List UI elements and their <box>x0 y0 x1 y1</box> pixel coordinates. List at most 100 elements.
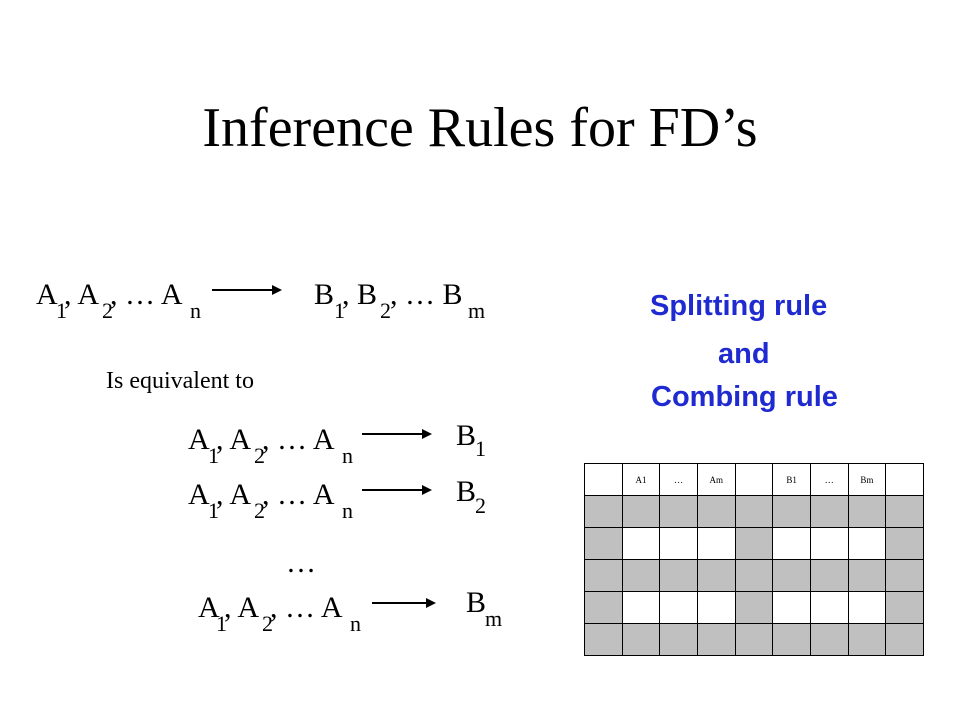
fd-rhs-b1: B <box>314 278 335 311</box>
rule-name-splitting: Splitting rule <box>650 290 828 322</box>
table-cell <box>847 495 887 528</box>
fd-split-b: B <box>466 586 487 619</box>
table-header-cell <box>734 463 774 496</box>
fd-lhs-sub1: 1 <box>56 298 67 323</box>
fd-split-subn: n <box>342 443 353 468</box>
table-cell <box>621 495 661 528</box>
fd-split-b: B <box>456 419 477 452</box>
fd-split-sub2: 2 <box>262 611 273 636</box>
fd-split-sub1: 1 <box>208 443 219 468</box>
fd-split-an: , … A <box>262 478 335 511</box>
table-cell <box>734 495 774 528</box>
fd-split-subn: n <box>342 498 353 523</box>
table-row <box>584 559 924 592</box>
table-cell <box>847 591 887 624</box>
table-cell <box>621 559 661 592</box>
fd-split-sub1: 1 <box>216 611 227 636</box>
table-header-cell <box>885 463 924 496</box>
implies-arrow-icon <box>372 598 436 608</box>
fd-split-a2: , A <box>216 423 252 456</box>
table-cell <box>809 623 849 656</box>
table-cell <box>847 527 887 560</box>
fd-split-a1: A <box>188 478 210 511</box>
table-cell <box>584 559 623 592</box>
table-row <box>584 527 924 560</box>
table-header-cell: Am <box>696 463 736 496</box>
table-cell <box>621 591 661 624</box>
fd-split-bsub: 2 <box>475 493 486 518</box>
table-cell <box>584 623 623 656</box>
table-header-cell: Bm <box>847 463 887 496</box>
rule-name-and: and <box>718 338 770 370</box>
fd-split-a1: A <box>198 591 220 624</box>
fd-split-an: , … A <box>262 423 335 456</box>
table-cell <box>772 527 811 560</box>
implies-arrow-icon <box>212 285 282 295</box>
fd-lhs-an: , … A <box>110 278 183 311</box>
table-cell <box>659 623 698 656</box>
table-cell <box>696 559 736 592</box>
table-header-cell: B1 <box>772 463 811 496</box>
table-cell <box>772 495 811 528</box>
fd-lhs-sub2: 2 <box>102 298 113 323</box>
slide-title: Inference Rules for FD’s <box>202 97 758 159</box>
table-cell <box>809 527 849 560</box>
table-cell <box>847 623 887 656</box>
table-cell <box>885 495 924 528</box>
fd-lhs-a2: , A <box>64 278 100 311</box>
table-cell <box>772 559 811 592</box>
table-header-cell: A1 <box>621 463 661 496</box>
ellipsis: … <box>286 546 316 579</box>
table-cell <box>772 591 811 624</box>
table-cell <box>809 495 849 528</box>
fd-lhs-a1: A <box>36 278 58 311</box>
table-header-cell: … <box>809 463 849 496</box>
table-cell <box>885 591 924 624</box>
table-cell <box>772 623 811 656</box>
table-cell <box>809 591 849 624</box>
fd-split-sub1: 1 <box>208 498 219 523</box>
table-header-cell <box>584 463 623 496</box>
table-cell <box>696 623 736 656</box>
table-header-cell: … <box>659 463 698 496</box>
fd-split-sub2: 2 <box>254 443 265 468</box>
fd-lhs-subn: n <box>190 298 201 323</box>
fd-split-an: , … A <box>270 591 343 624</box>
equivalent-label: Is equivalent to <box>106 368 254 394</box>
table-cell <box>659 559 698 592</box>
fd-split-b: B <box>456 475 477 508</box>
fd-rhs-sub2: 2 <box>380 298 391 323</box>
table-cell <box>734 559 774 592</box>
fd-split-bsub: 1 <box>475 436 486 461</box>
implies-arrow-icon <box>362 429 432 439</box>
table-cell <box>696 495 736 528</box>
table-row <box>584 591 924 624</box>
rule-name-combining: Combing rule <box>651 381 838 413</box>
table-cell <box>621 623 661 656</box>
fd-rhs-b2: , B <box>342 278 378 311</box>
table-cell <box>885 527 924 560</box>
table-cell <box>696 591 736 624</box>
table-cell <box>696 527 736 560</box>
fd-rhs-subm: m <box>468 298 486 323</box>
table-row <box>584 623 924 656</box>
table-cell <box>659 527 698 560</box>
table-cell <box>584 495 623 528</box>
fd-rhs-sub1: 1 <box>334 298 345 323</box>
table-cell <box>885 559 924 592</box>
table-cell <box>885 623 924 656</box>
fd-split-a2: , A <box>224 591 260 624</box>
table-cell <box>847 559 887 592</box>
table-cell <box>659 591 698 624</box>
table-cell <box>734 591 774 624</box>
implies-arrow-icon <box>362 485 432 495</box>
table-cell <box>734 527 774 560</box>
table-cell <box>809 559 849 592</box>
fd-split-sub2: 2 <box>254 498 265 523</box>
fd-rhs-bm: , … B <box>390 278 463 311</box>
table-cell <box>734 623 774 656</box>
fd-split-subn: n <box>350 611 361 636</box>
table-row <box>584 495 924 528</box>
